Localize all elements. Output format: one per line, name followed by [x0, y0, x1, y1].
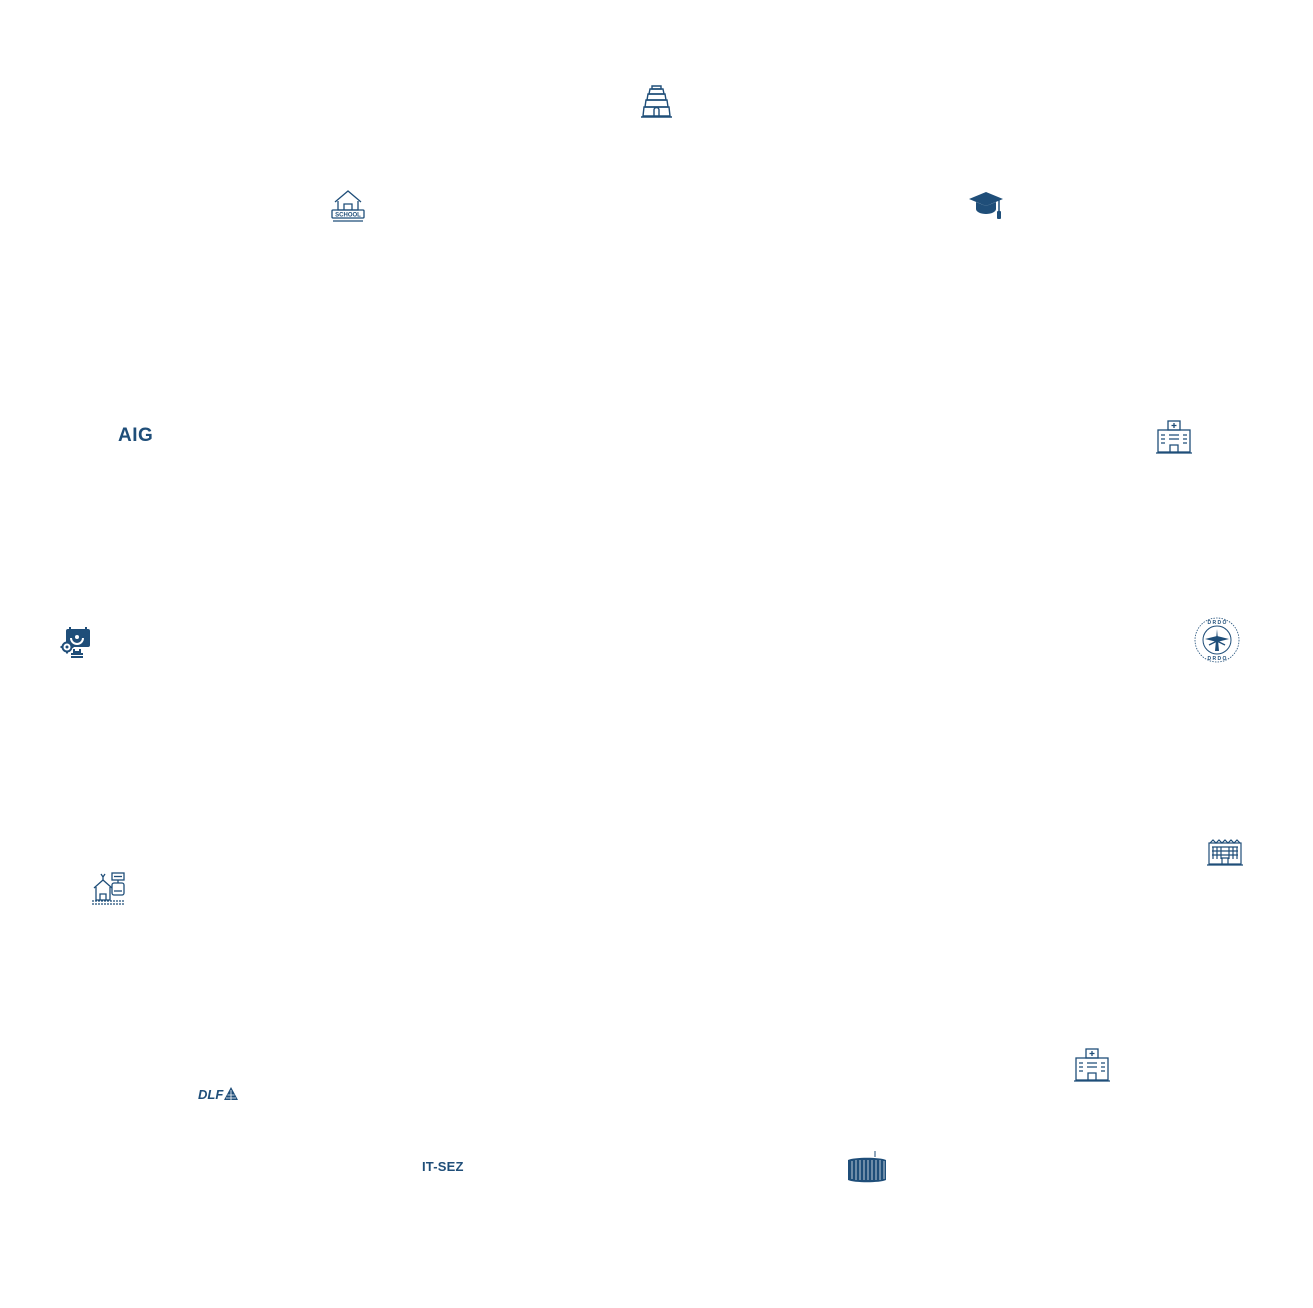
it-sez-logo: IT-SEZ: [422, 1159, 464, 1174]
graduation-cap-icon: [968, 191, 1004, 221]
temple-icon: [640, 84, 673, 118]
commercial-building-icon: [1207, 838, 1243, 866]
aig-logo: AIG: [118, 425, 154, 446]
hospital-icon: [1074, 1048, 1110, 1082]
school-label: SCHOOL: [335, 213, 361, 219]
stadium-icon: [846, 1150, 888, 1184]
dlf-text: DLF: [198, 1087, 224, 1102]
hospital-icon: [1156, 420, 1192, 454]
school-icon: SCHOOL: [330, 188, 366, 224]
drdo-bottom-text: D R D O: [1208, 656, 1227, 662]
it-services-icon: [60, 626, 92, 660]
drdo-emblem-icon: D R D O D R D O: [1194, 617, 1240, 663]
railway-station-icon: [90, 872, 126, 906]
drdo-top-text: D R D O: [1208, 620, 1227, 626]
dlf-logo: DLF: [198, 1085, 240, 1102]
